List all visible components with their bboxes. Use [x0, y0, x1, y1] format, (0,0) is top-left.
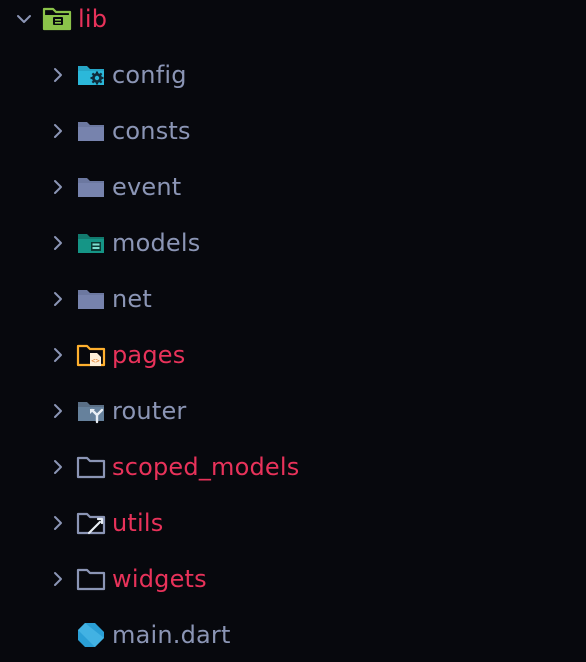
tree-folder-label: consts: [112, 116, 191, 145]
folder-outline-icon: [76, 453, 106, 481]
folder-router-icon: [76, 397, 106, 425]
tree-folder-event[interactable]: event: [0, 159, 586, 215]
tree-folder-scoped-models[interactable]: scoped_models: [0, 439, 586, 495]
chevron-right-icon[interactable]: [50, 179, 66, 195]
chevron-right-icon[interactable]: [50, 235, 66, 251]
tree-folder-label: net: [112, 284, 152, 313]
tree-folder-label: event: [112, 172, 182, 201]
chevron-right-icon[interactable]: [50, 515, 66, 531]
tree-folder-lib[interactable]: lib: [0, 0, 586, 47]
tree-folder-label: config: [112, 60, 187, 89]
tree-folder-consts[interactable]: consts: [0, 103, 586, 159]
folder-icon: [76, 285, 106, 313]
chevron-right-icon[interactable]: [50, 67, 66, 83]
tree-folder-router[interactable]: router: [0, 383, 586, 439]
tree-folder-models[interactable]: models: [0, 215, 586, 271]
folder-icon: [76, 173, 106, 201]
svg-text:<>: <>: [91, 357, 99, 365]
tree-folder-label: lib: [78, 4, 108, 33]
tree-folder-label: router: [112, 396, 187, 425]
tree-folder-net[interactable]: net: [0, 271, 586, 327]
chevron-right-icon[interactable]: [50, 571, 66, 587]
tree-folder-pages[interactable]: <> pages: [0, 327, 586, 383]
tree-folder-label: models: [112, 228, 201, 257]
folder-icon: [76, 117, 106, 145]
chevron-right-icon[interactable]: [50, 347, 66, 363]
tree-folder-label: utils: [112, 508, 164, 537]
folder-lib-open-icon: [42, 5, 72, 33]
folder-outline-icon: [76, 565, 106, 593]
tree-file-label: main.dart: [112, 620, 231, 649]
chevron-right-icon[interactable]: [50, 123, 66, 139]
folder-utils-icon: [76, 509, 106, 537]
tree-folder-label: pages: [112, 340, 186, 369]
chevron-right-icon[interactable]: [50, 459, 66, 475]
tree-folder-utils[interactable]: utils: [0, 495, 586, 551]
tree-folder-label: widgets: [112, 564, 207, 593]
tree-folder-label: scoped_models: [112, 452, 300, 481]
folder-pages-icon: <>: [76, 341, 106, 369]
tree-folder-config[interactable]: config: [0, 47, 586, 103]
folder-models-icon: [76, 229, 106, 257]
chevron-right-icon[interactable]: [50, 403, 66, 419]
chevron-right-icon[interactable]: [50, 291, 66, 307]
tree-file-main-dart[interactable]: main.dart: [0, 607, 586, 662]
tree-folder-widgets[interactable]: widgets: [0, 551, 586, 607]
folder-config-icon: [76, 61, 106, 89]
chevron-down-icon[interactable]: [16, 11, 32, 27]
dart-file-icon: [76, 621, 106, 649]
